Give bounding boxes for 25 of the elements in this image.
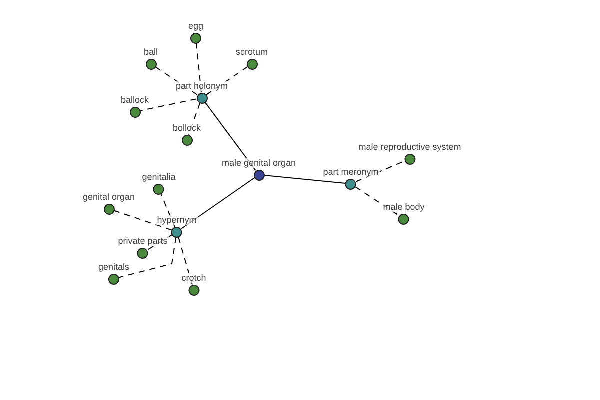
connector-line	[114, 210, 172, 231]
node-label: scrotum	[235, 46, 269, 56]
connector-line	[160, 194, 176, 228]
connector-line	[140, 98, 198, 112]
connector-line	[356, 160, 406, 182]
connector-line	[181, 178, 255, 230]
node-label: ballock	[120, 94, 150, 104]
connector-line	[264, 175, 346, 184]
node-label: private parts	[117, 236, 169, 246]
node-label: part holonym	[174, 80, 230, 90]
node-label: hypernym	[156, 214, 198, 224]
node-label: male reproductive system	[358, 142, 462, 152]
node-label: ball	[143, 46, 159, 56]
connector-line	[196, 42, 202, 94]
node-label: crotch	[180, 272, 208, 282]
node-label: male genital organ	[220, 158, 298, 168]
node-label: male body	[382, 202, 426, 212]
connector-line	[204, 102, 256, 172]
node-label: bollock	[172, 122, 202, 132]
connector-line	[118, 236, 177, 278]
node-label: genitals	[97, 262, 131, 272]
node-label: part meronym	[322, 166, 380, 176]
connector-line	[178, 236, 193, 286]
node-label: genitalia	[141, 172, 177, 182]
node-label: genital organ	[82, 192, 136, 202]
